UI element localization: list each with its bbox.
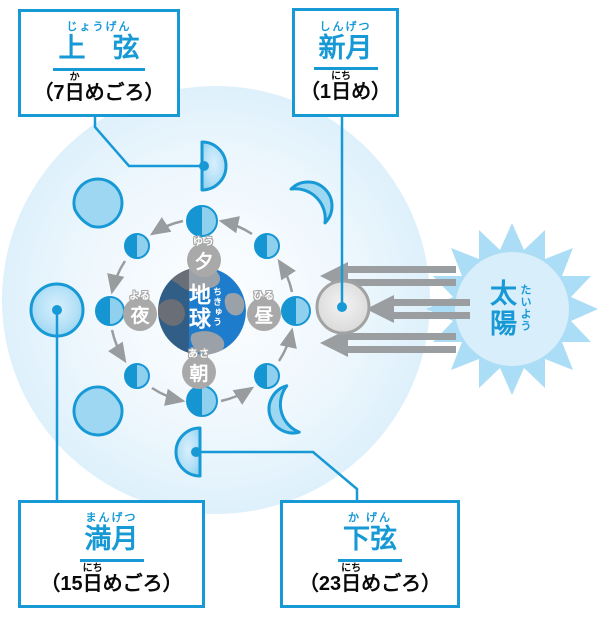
waning-gibbous-moon-icon (72, 385, 124, 437)
orbit-moon-bottom (186, 385, 218, 417)
first-quarter-furigana: じょうげん (66, 21, 132, 34)
date-suffix: めごろ） (361, 572, 442, 595)
leader-last-quarter (196, 450, 359, 502)
direction-night-furigana: よる (129, 291, 151, 302)
last-quarter-moon-icon (174, 426, 202, 478)
orbit-moon-top (186, 205, 218, 237)
date-suffix: めごろ） (102, 572, 183, 595)
orbit-moon-right (281, 296, 311, 326)
direction-morning-furigana: あさ (188, 349, 210, 360)
date-kanji: 日 (64, 81, 85, 104)
date-kanji: 日 (341, 572, 362, 595)
orbit-moon-left (95, 296, 125, 326)
date-kanji: 日 (331, 81, 352, 104)
direction-night: よる 夜 (118, 287, 162, 331)
direction-morning-label: 朝 (182, 355, 216, 389)
date-prefix: （15 (40, 572, 83, 595)
last-quarter-name: 下弦 (343, 524, 397, 555)
date-kanji: 日 (82, 572, 103, 595)
full-moon-furigana: まんげつ (85, 512, 138, 525)
date-suffix: めごろ） (84, 81, 165, 104)
date-suffix: め） (351, 81, 392, 104)
direction-noon: ひる 昼 (242, 287, 286, 331)
waxing-gibbous-moon-icon (72, 177, 124, 229)
date-furigana: にち (82, 562, 103, 574)
sun-label: 太陽 (486, 279, 516, 339)
first-quarter-name: 上 弦 (58, 33, 140, 64)
orbit-moon-bottom-right (254, 363, 280, 389)
first-quarter-moon-icon (200, 140, 228, 192)
leader-lines (55, 116, 359, 502)
date-prefix: （7 (33, 81, 65, 104)
orbit-moon-top-right (254, 233, 280, 259)
direction-night-label: 夜 (123, 297, 157, 331)
date-prefix: （23 (298, 572, 342, 595)
sun-icon (426, 223, 598, 395)
rule (313, 67, 378, 71)
direction-evening-furigana: ゆう (193, 237, 215, 248)
direction-noon-label: 昼 (247, 297, 281, 331)
sunlight-arrow-middle (366, 295, 470, 323)
orbit-moon-bottom-left (124, 363, 150, 389)
rule (338, 558, 402, 562)
waxing-crescent-moon-icon (289, 180, 334, 225)
rule (53, 67, 145, 71)
orbit-moon-top-left (124, 233, 150, 259)
earth-furigana: ちきゅう (212, 287, 222, 327)
new-moon-name: 新月 (318, 32, 373, 63)
last-quarter-furigana: か げん (347, 512, 393, 525)
new-moon-furigana: しんげつ (319, 20, 372, 33)
sunlight-arrow-bottom (320, 329, 456, 357)
waning-crescent-moon-icon (267, 384, 301, 435)
leader-first-quarter (93, 116, 204, 168)
sun-furigana: たいよう (519, 284, 531, 332)
leader-dots (52, 161, 347, 457)
direction-noon-furigana: ひる (253, 291, 275, 302)
full-moon-name: 満月 (84, 524, 139, 555)
direction-evening: ゆう 夕 (182, 233, 226, 277)
date-furigana: にち (331, 71, 352, 83)
date-furigana: か (64, 71, 85, 83)
direction-evening-label: 夕 (187, 243, 221, 277)
rule (79, 558, 144, 562)
date-prefix: （1 (299, 81, 332, 104)
orbit-arrows (107, 216, 297, 406)
earth-label: 地球 (186, 283, 211, 331)
direction-morning: あさ 朝 (177, 345, 221, 389)
date-furigana: にち (341, 562, 362, 574)
